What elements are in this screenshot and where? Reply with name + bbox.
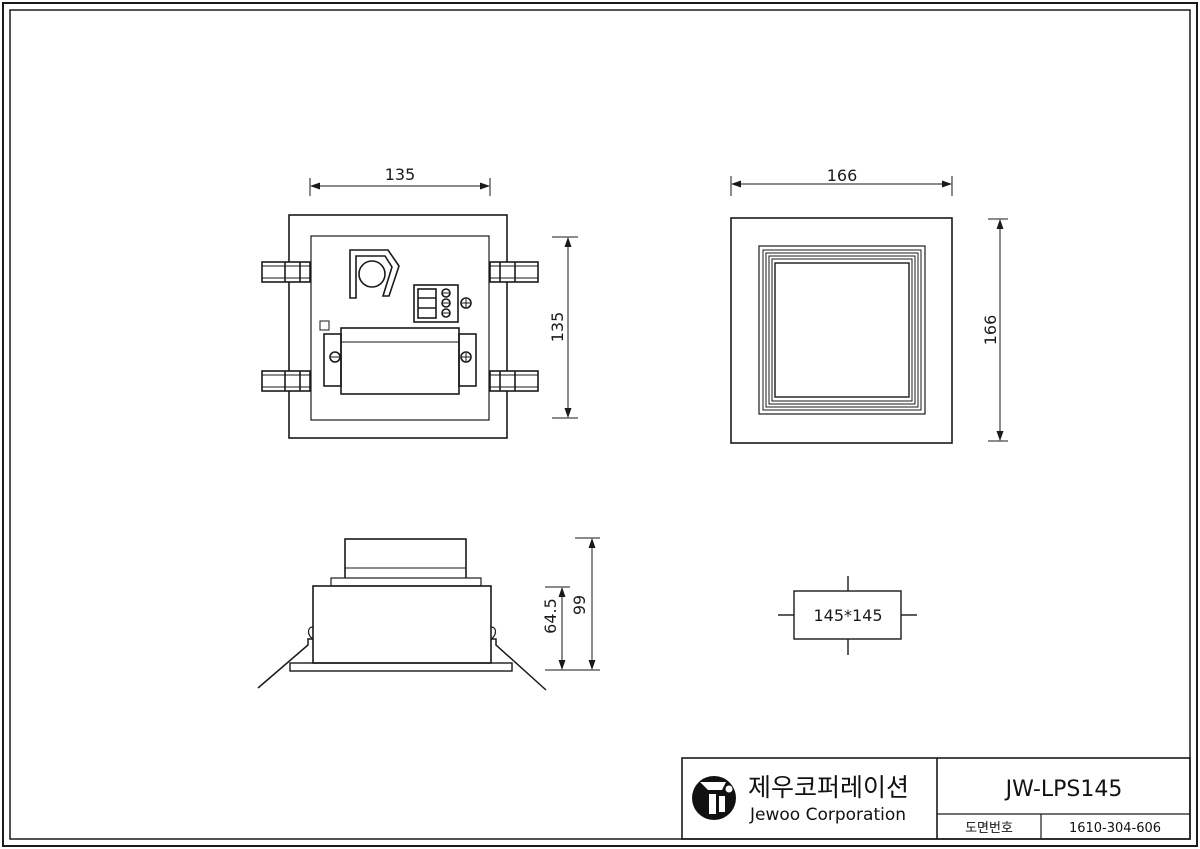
- side-bezel: [289, 662, 513, 672]
- dim-side-total: [575, 537, 600, 670]
- spring-clip-bottom-left: [261, 370, 311, 392]
- cutout-label: 145*145: [813, 606, 882, 625]
- side-driver: [344, 538, 467, 583]
- dim-front-height: [988, 218, 1008, 442]
- title-block: [681, 757, 1191, 840]
- side-body: [312, 585, 492, 664]
- top-view-inner-plate: [310, 235, 490, 421]
- side-view: [257, 538, 547, 691]
- spring-clip-top-right: [489, 261, 539, 283]
- drawing-no-label: 도면번호: [965, 821, 1013, 836]
- dim-label-front-width: 166: [827, 166, 858, 185]
- front-view: [730, 217, 953, 444]
- driver-box: [323, 327, 477, 395]
- small-marker: [319, 320, 330, 331]
- company-name-korean: 제우코퍼레이션: [748, 773, 909, 802]
- dim-label-side-total: 99: [570, 595, 589, 615]
- company-name-english: Jewoo Corporation: [749, 805, 906, 825]
- terminal-block: [413, 284, 472, 323]
- cable-holder: [349, 249, 400, 299]
- spring-clip-bottom-right: [489, 370, 539, 392]
- model-number: JW-LPS145: [1004, 777, 1123, 802]
- inner-border: [9, 9, 1191, 840]
- front-outer: [730, 217, 953, 444]
- top-view: [261, 214, 539, 439]
- drawing-no: 1610-304-606: [1069, 821, 1161, 836]
- spring-clip-top-left: [261, 261, 311, 283]
- side-spring-left: [257, 638, 313, 689]
- top-view-outer-frame: [288, 214, 508, 439]
- dim-top-width: [309, 178, 491, 196]
- side-flange-top: [330, 577, 482, 587]
- dim-label-top-width: 135: [385, 165, 416, 184]
- dim-label-side-body: 64.5: [541, 598, 560, 634]
- dim-top-height: [552, 236, 578, 419]
- dim-side-body: [545, 586, 600, 671]
- dim-label-top-height: 135: [548, 312, 567, 343]
- dim-label-front-height: 166: [981, 315, 1000, 346]
- jewoo-logo-icon: [692, 776, 736, 820]
- dim-front-width: [730, 176, 953, 196]
- front-lens: [774, 262, 910, 398]
- side-spring-right: [491, 638, 547, 691]
- cutout-symbol: [778, 576, 917, 655]
